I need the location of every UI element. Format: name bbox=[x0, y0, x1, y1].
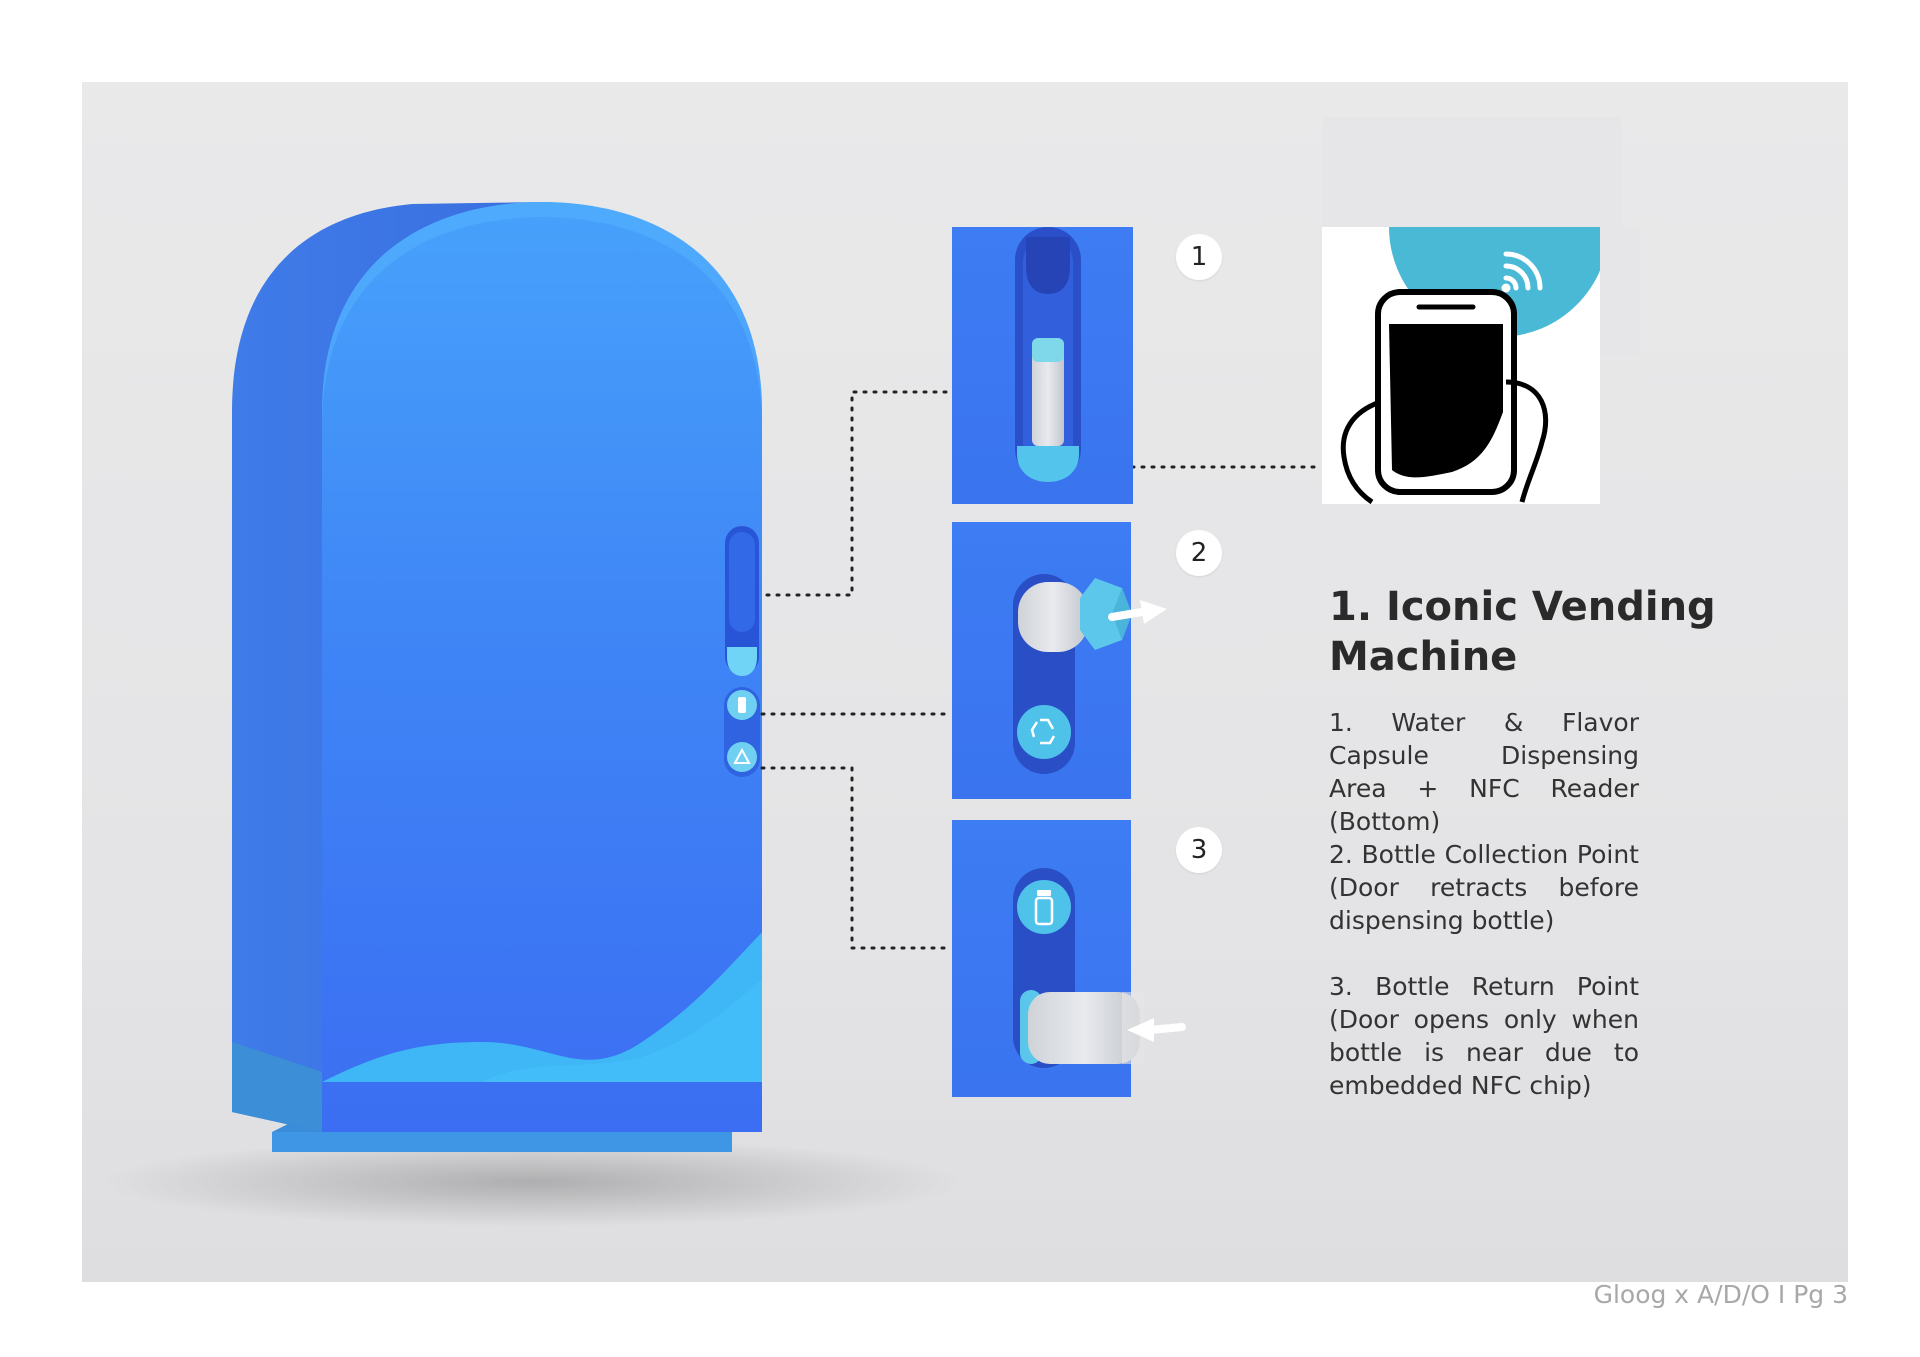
nfc-reader-pad bbox=[1017, 446, 1079, 482]
wifi-icon bbox=[1501, 251, 1543, 293]
detail-tile-dispense bbox=[952, 227, 1133, 504]
background-panel: 1 2 3 1. Iconic Vending Machine 1. Water… bbox=[82, 82, 1848, 1282]
bottle-icon bbox=[1034, 890, 1054, 926]
description-3: 3. Bottle Return Point (Door opens only … bbox=[1329, 972, 1639, 1100]
badge-3: 3 bbox=[1176, 827, 1222, 873]
footer-page-label: Gloog x A/D/O I Pg 3 bbox=[1593, 1280, 1848, 1309]
machine-base bbox=[272, 1132, 732, 1152]
machine-recycle-button bbox=[727, 742, 757, 772]
page-title: 1. Iconic Vending Machine bbox=[1329, 584, 1716, 680]
nfc-phone-tile bbox=[1322, 117, 1640, 505]
description-1: 1. Water & Flavor Capsule Dispensing Are… bbox=[1329, 708, 1639, 836]
detail-tile-return bbox=[952, 820, 1186, 1097]
badge-2: 2 bbox=[1176, 530, 1222, 576]
badge-1: 1 bbox=[1176, 234, 1222, 280]
detail-tile-collection bbox=[952, 522, 1167, 799]
arrow-right-icon bbox=[1108, 600, 1167, 624]
description-2: 2. Bottle Collection Point (Door retract… bbox=[1329, 840, 1639, 935]
machine-side bbox=[232, 202, 542, 1132]
recycle-icon bbox=[1030, 718, 1056, 745]
capsule bbox=[1032, 340, 1064, 446]
machine-front bbox=[322, 202, 762, 1132]
illustration bbox=[102, 117, 1640, 1227]
arrow-left-icon bbox=[1127, 1018, 1186, 1042]
